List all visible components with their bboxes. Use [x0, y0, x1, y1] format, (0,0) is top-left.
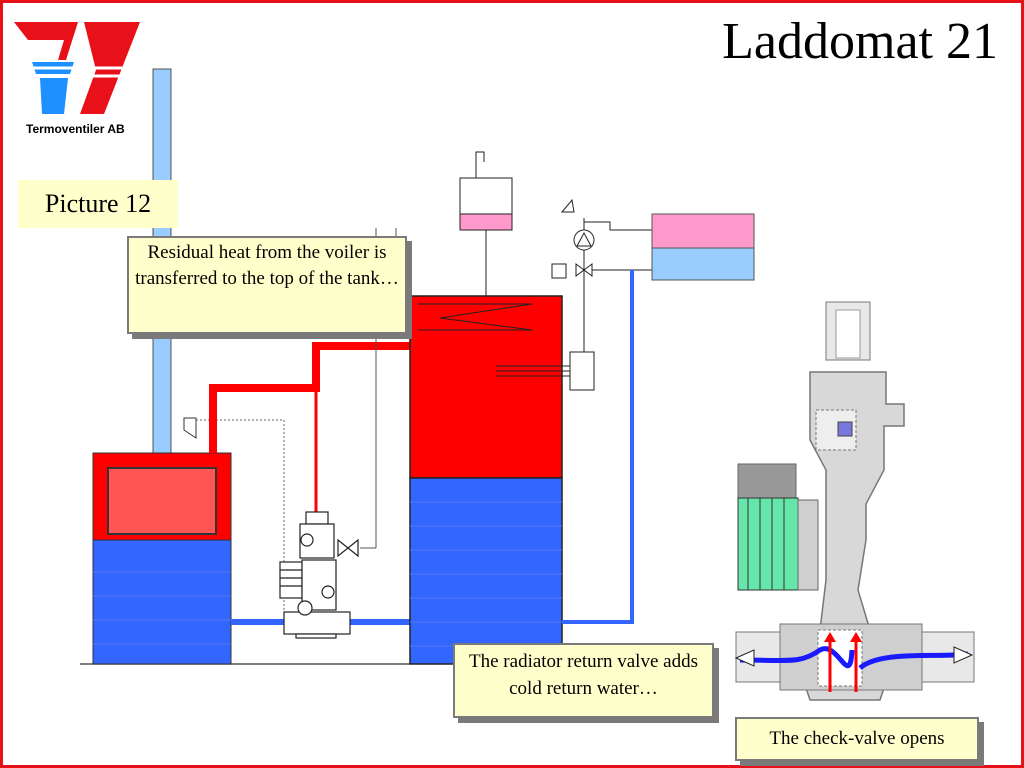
callout-check-valve: The check-valve opens [735, 717, 979, 761]
boiler [92, 452, 232, 665]
outlet-arrow-icon [953, 646, 974, 664]
immersion-heater-box [569, 351, 595, 391]
heating-coil [418, 303, 533, 331]
hot-flow-arrow-icon [824, 632, 836, 642]
inlet-arrow-icon [734, 649, 755, 667]
safety-valve-icon [183, 417, 197, 439]
expansion-tank [459, 151, 513, 296]
laddomat-cross-section [735, 301, 975, 701]
company-name: Termoventiler AB [26, 122, 125, 136]
mixing-valve-icon [575, 263, 593, 277]
boiler-door [107, 467, 217, 535]
termoventiler-logo [14, 22, 140, 114]
accumulator-tank [409, 295, 570, 665]
slide-title: Laddomat 21 [722, 13, 998, 70]
shutoff-valve-icon [337, 538, 359, 558]
hot-supply-pipe [209, 342, 410, 453]
laddomat-unit-small [279, 511, 351, 639]
picture-label: Picture 12 [18, 180, 178, 228]
callout-return-valve: The radiator return valve adds cold retu… [453, 643, 714, 718]
callout-residual-heat: Residual heat from the voiler is transfe… [127, 236, 407, 334]
radiator [651, 213, 755, 281]
radiator-return-pipe [562, 270, 634, 624]
